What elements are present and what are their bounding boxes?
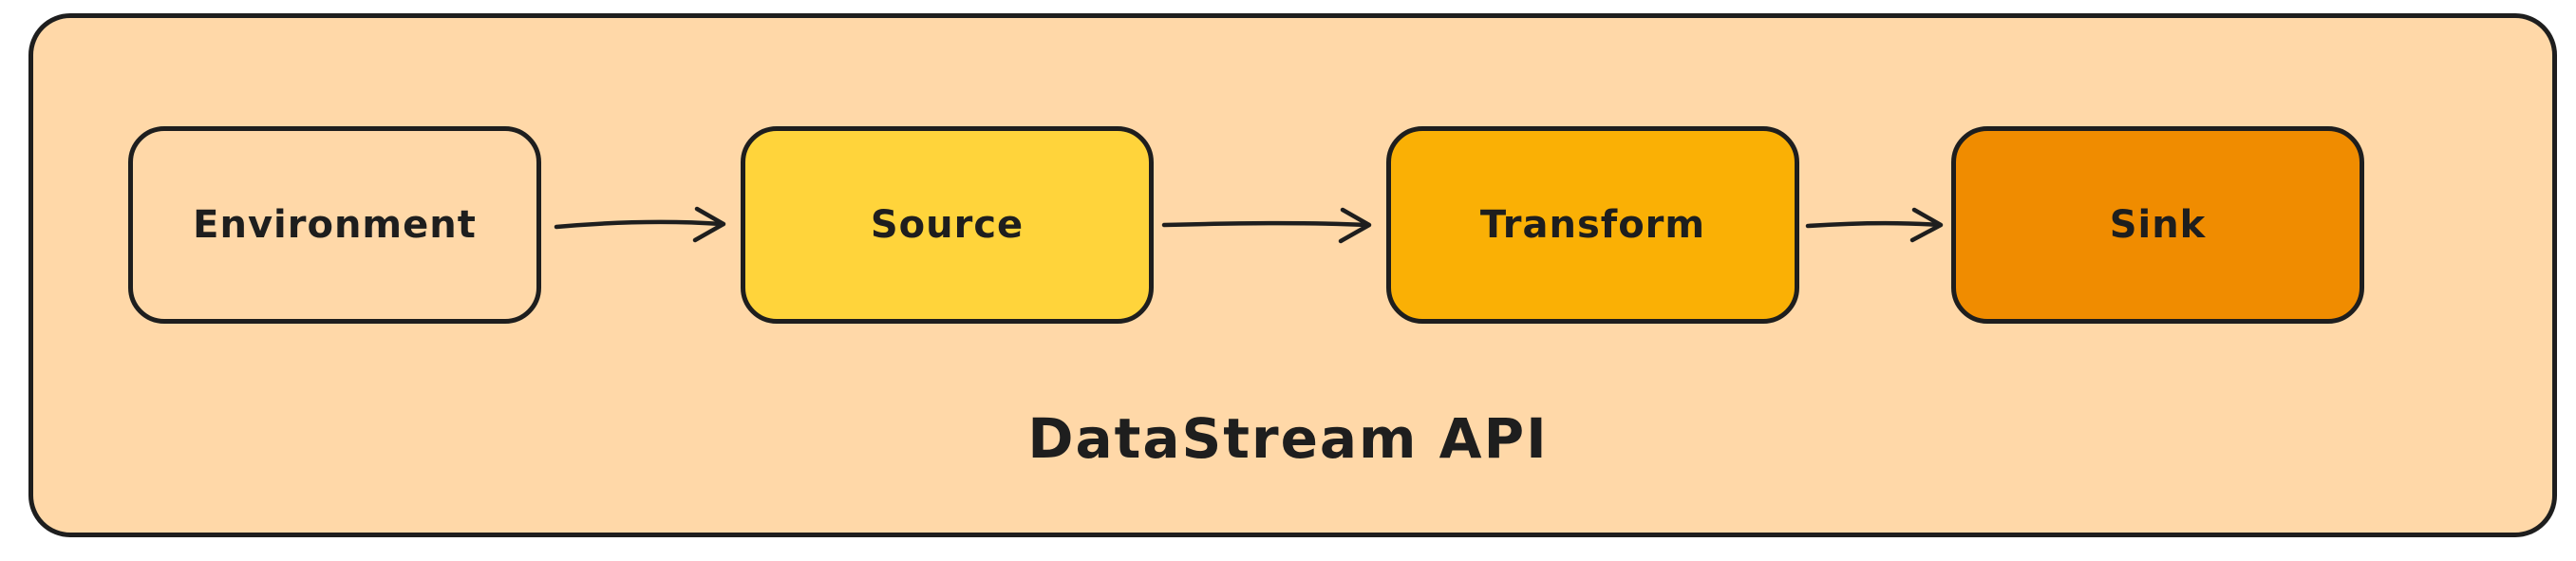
node-source-label: Source: [870, 203, 1025, 247]
node-sink-label: Sink: [2109, 203, 2207, 247]
node-transform: Transform: [1386, 126, 1799, 324]
arrow-head: [692, 206, 726, 243]
node-sink: Sink: [1951, 126, 2364, 324]
arrow-line: [1805, 220, 1942, 229]
arrow-head: [1909, 207, 1944, 243]
arrow-head: [1338, 207, 1372, 244]
container-title: DataStream API: [1027, 406, 1549, 471]
arrow-line: [554, 219, 724, 230]
arrow-environment-to-source: [553, 203, 739, 247]
arrow-transform-to-sink: [1804, 203, 1956, 247]
node-environment-label: Environment: [193, 203, 477, 247]
node-source: Source: [741, 126, 1154, 324]
arrow-line: [1161, 220, 1370, 228]
node-environment: Environment: [128, 126, 541, 324]
node-transform-label: Transform: [1479, 203, 1706, 247]
arrow-source-to-transform: [1160, 203, 1384, 247]
